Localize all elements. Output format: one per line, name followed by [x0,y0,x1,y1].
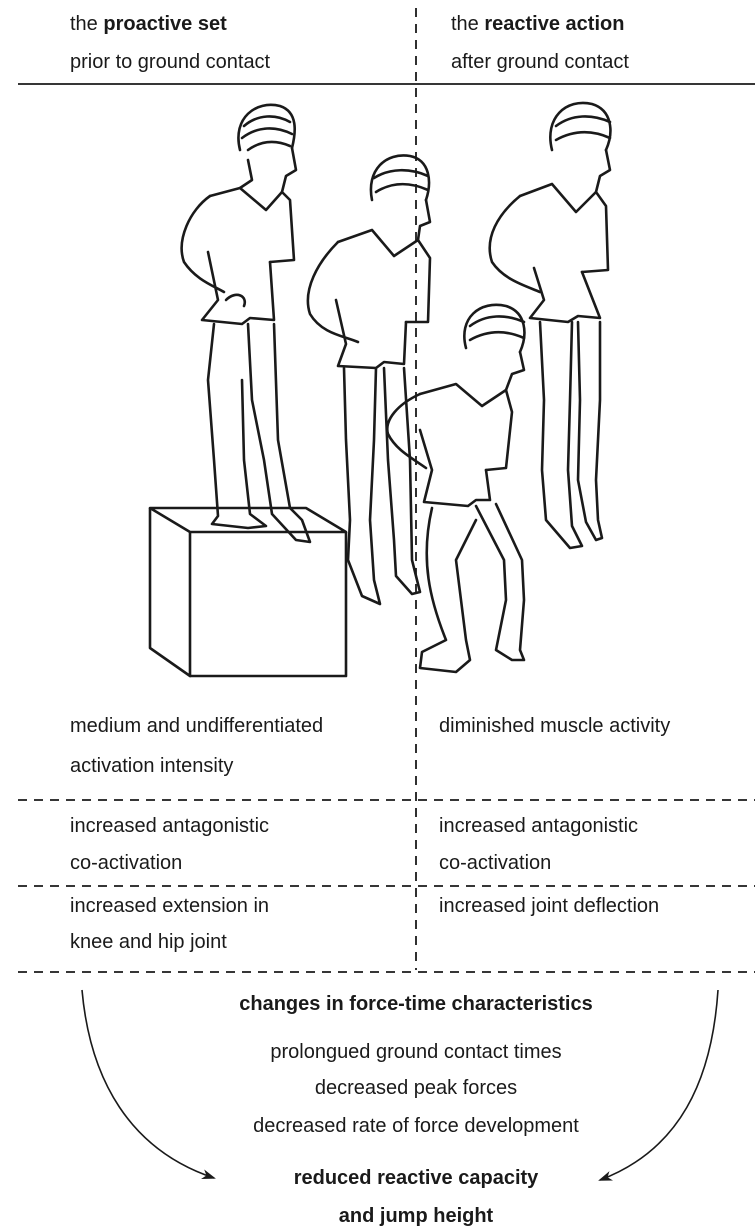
athlete-landing-figure [387,305,524,672]
summary-title: changes in force-time characteristics [0,992,755,1016]
row2-right-line1: increased antagonistic [439,814,638,838]
summary-item-2: decreased peak forces [0,1076,755,1100]
row2-left-line2: co-activation [70,851,182,875]
athlete-jumping-figure [490,103,611,548]
row3-left-line1: increased extension in [70,894,269,918]
athlete-on-box-figure [182,105,310,542]
summary-item-1: prolongued ground contact times [0,1040,755,1064]
row3-left-line2: knee and hip joint [70,930,227,954]
result-line-1: reduced reactive capacity [0,1166,755,1190]
summary-item-3: decreased rate of force development [0,1114,755,1138]
row2-left-line1: increased antagonistic [70,814,269,838]
row3-right-line1: increased joint deflection [439,894,659,918]
result-line-2: and jump height [0,1204,755,1228]
row1-left-line2: activation intensity [70,754,233,778]
row1-right-line1: diminished muscle activity [439,714,670,738]
row1-left-line1: medium and undifferentiated [70,714,323,738]
row2-right-line2: co-activation [439,851,551,875]
drop-box [150,508,346,676]
athlete-dropping-figure [308,155,430,604]
